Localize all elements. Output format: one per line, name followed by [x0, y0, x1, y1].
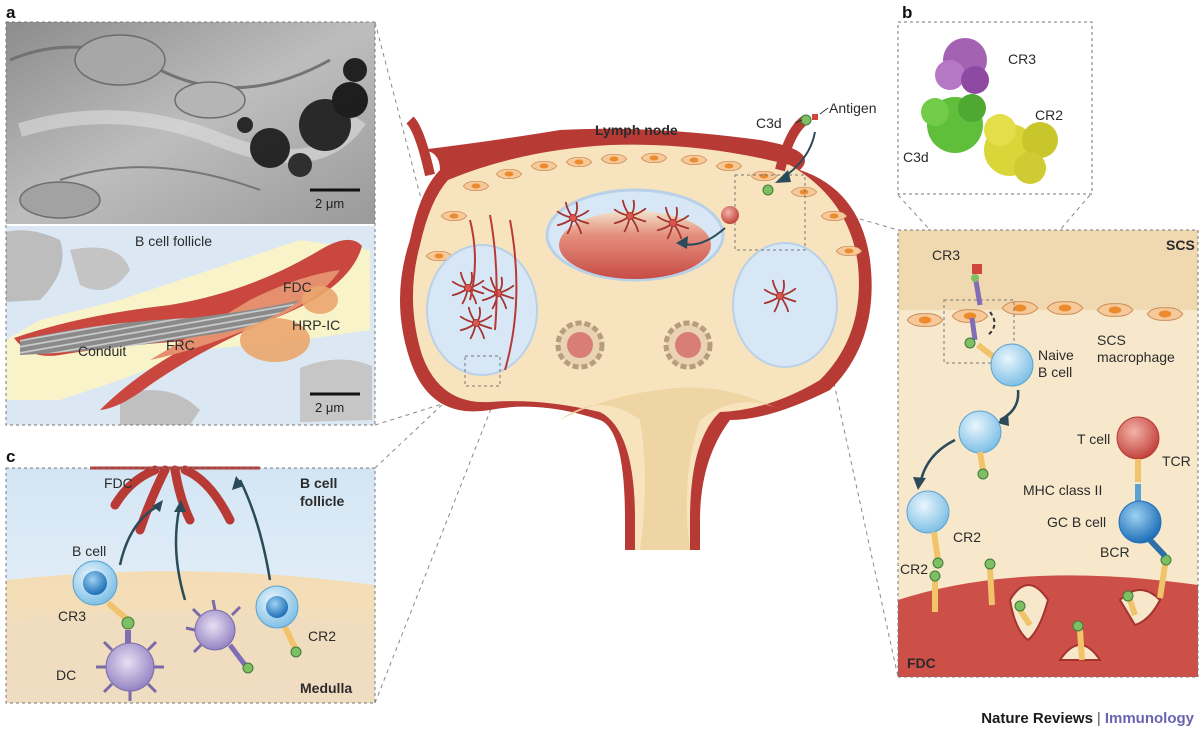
- label-antigen: Antigen: [829, 100, 876, 116]
- hev-left: [555, 320, 605, 370]
- conduit: [20, 300, 300, 355]
- fdc-surface-c3d: [929, 554, 1172, 632]
- scs-zone: [898, 230, 1198, 310]
- label-cr3-b-lower: CR3: [932, 247, 960, 263]
- follicle-left: [426, 244, 538, 376]
- label-conduit: Conduit: [78, 343, 126, 359]
- fdc-cell-c: [110, 465, 235, 535]
- cr3-protein: [935, 38, 989, 94]
- panel-b-frame: [897, 229, 1199, 678]
- naive-b-cell: [990, 343, 1034, 387]
- scale-bar-top-label: 2 μm: [315, 196, 344, 211]
- antigen-marker: [812, 114, 818, 120]
- label-bcr: BCR: [1100, 544, 1130, 560]
- migration-arrows-c: [118, 479, 272, 601]
- label-scs-macrophage-1: SCS: [1097, 332, 1126, 348]
- dc-cell: [96, 640, 164, 701]
- label-naive-1: Naive: [1038, 347, 1074, 363]
- zoom-box-a: [464, 355, 501, 387]
- medulla-band: [6, 611, 375, 703]
- lymph-node: Lymph node C3d Antigen: [374, 21, 1091, 704]
- label-t-cell: T cell: [1077, 431, 1110, 447]
- panel-c-frame: [5, 467, 376, 704]
- label-dc: DC: [56, 667, 76, 683]
- hrp-ic-deposit: [240, 318, 310, 362]
- label-cr2-b-a: CR2: [953, 529, 981, 545]
- label-tcr: TCR: [1162, 453, 1191, 469]
- dc-cell-2: [185, 599, 254, 674]
- label-fdc-b: FDC: [907, 655, 936, 671]
- label-scs-macrophage-2: macrophage: [1097, 349, 1175, 365]
- label-b-cell-follicle-a: B cell follicle: [135, 233, 212, 249]
- label-b-cell-follicle-c-1: B cell: [300, 475, 337, 491]
- t-cell: [1116, 416, 1160, 460]
- fdc-zone: [898, 575, 1198, 677]
- arrowheads-c: [152, 476, 244, 512]
- label-b-cell-c: B cell: [72, 543, 106, 559]
- c3d-protein: [921, 94, 986, 153]
- panel-a-frame: [5, 21, 376, 426]
- label-fdc-c: FDC: [104, 475, 133, 491]
- em-grey-cell: [6, 230, 63, 302]
- hev-right: [663, 320, 713, 370]
- journal-credit: Nature Reviews|Immunology: [981, 710, 1194, 727]
- em-grey-cell: [300, 359, 372, 422]
- conduits-center: [469, 214, 518, 371]
- fdc-surface-receptors: [932, 564, 1168, 661]
- node-cortex: [412, 144, 859, 550]
- panel-b: b CR3 CR2 C3d: [897, 3, 1199, 678]
- em-grey-cell: [70, 247, 130, 290]
- panel-c: c FDC B cell follicle B cell: [5, 447, 376, 704]
- label-mhc-class-ii: MHC class II: [1023, 482, 1102, 498]
- panel-a-letter: a: [6, 3, 16, 22]
- lymph-node-title: Lymph node: [595, 122, 678, 138]
- em-grey-cell: [120, 390, 200, 425]
- label-hrp-ic: HRP-IC: [292, 317, 340, 333]
- entering-cell: [721, 206, 739, 224]
- gc-b-cell: [1118, 500, 1162, 544]
- label-cr2-c: CR2: [308, 628, 336, 644]
- label-cr2-b: CR2: [1035, 107, 1063, 123]
- label-c3d-b: C3d: [903, 149, 929, 165]
- cr2-protein: [984, 114, 1058, 184]
- label-frc: FRC: [166, 337, 195, 353]
- journal-separator: |: [1096, 710, 1101, 727]
- label-cr2-b-b: CR2: [900, 561, 928, 577]
- panel-b-letter: b: [902, 3, 912, 22]
- c3d-antigen-marker: [800, 114, 812, 126]
- medulla-center: [560, 387, 780, 550]
- panel-a: a 2 μm B cell follicle: [5, 3, 376, 426]
- label-medulla: Medulla: [300, 680, 352, 696]
- label-c3d-center: C3d: [756, 115, 782, 131]
- label-naive-2: B cell: [1038, 364, 1072, 380]
- em-texture: [9, 34, 368, 219]
- label-cr3-b: CR3: [1008, 51, 1036, 67]
- b-cell-fdc: [906, 490, 950, 534]
- label-fdc-a: FDC: [283, 279, 312, 295]
- zoom-box-b-inner: [943, 299, 1015, 364]
- label-cr3-c: CR3: [58, 608, 86, 624]
- scale-bar-bottom-label: 2 μm: [315, 400, 344, 415]
- label-b-cell-follicle-c-2: follicle: [300, 493, 345, 509]
- hrp-ic-deposit: [302, 286, 338, 314]
- label-scs: SCS: [1166, 237, 1195, 253]
- germinal-center: [559, 211, 711, 279]
- journal-field: Immunology: [1104, 710, 1194, 727]
- panel-c-letter: c: [6, 447, 15, 466]
- label-gc-b-cell: GC B cell: [1047, 514, 1106, 530]
- b-cell-migrating: [958, 410, 1002, 454]
- journal-name: Nature Reviews: [981, 710, 1093, 727]
